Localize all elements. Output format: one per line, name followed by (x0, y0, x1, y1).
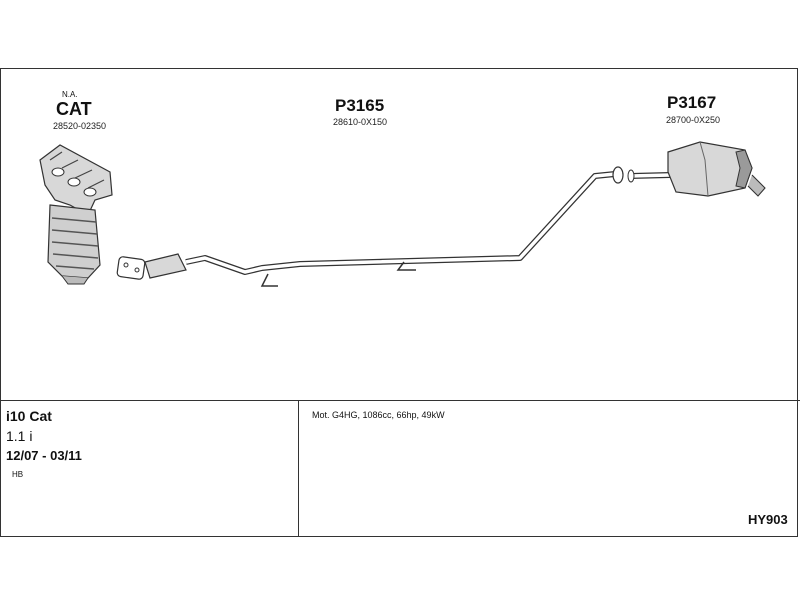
rear-silencer-code: P3167 (667, 93, 717, 112)
table-divider (0, 400, 800, 401)
rear-silencer (627, 141, 766, 197)
manifold-catalyst (39, 144, 113, 285)
rear-silencer-oem-number: 28700-0X250 (666, 115, 721, 125)
front-pipe (116, 166, 624, 287)
diagram-frame (0, 68, 798, 537)
engine-specs: Mot. G4HG, 1086cc, 66hp, 49kW (312, 410, 445, 420)
diagram-id: HY903 (748, 512, 788, 527)
vehicle-engine: 1.1 i (6, 428, 33, 444)
cat-oem-number: 28520-02350 (53, 121, 107, 131)
cat-note: N.A. (62, 90, 78, 99)
cat-code: CAT (56, 99, 92, 119)
vehicle-body: HB (12, 470, 24, 479)
vehicle-years: 12/07 - 03/11 (6, 448, 82, 463)
table-column-divider (298, 401, 299, 537)
front-pipe-code: P3165 (335, 96, 385, 115)
front-pipe-oem-number: 28610-0X150 (333, 117, 388, 127)
vehicle-model: i10 Cat (6, 408, 52, 424)
